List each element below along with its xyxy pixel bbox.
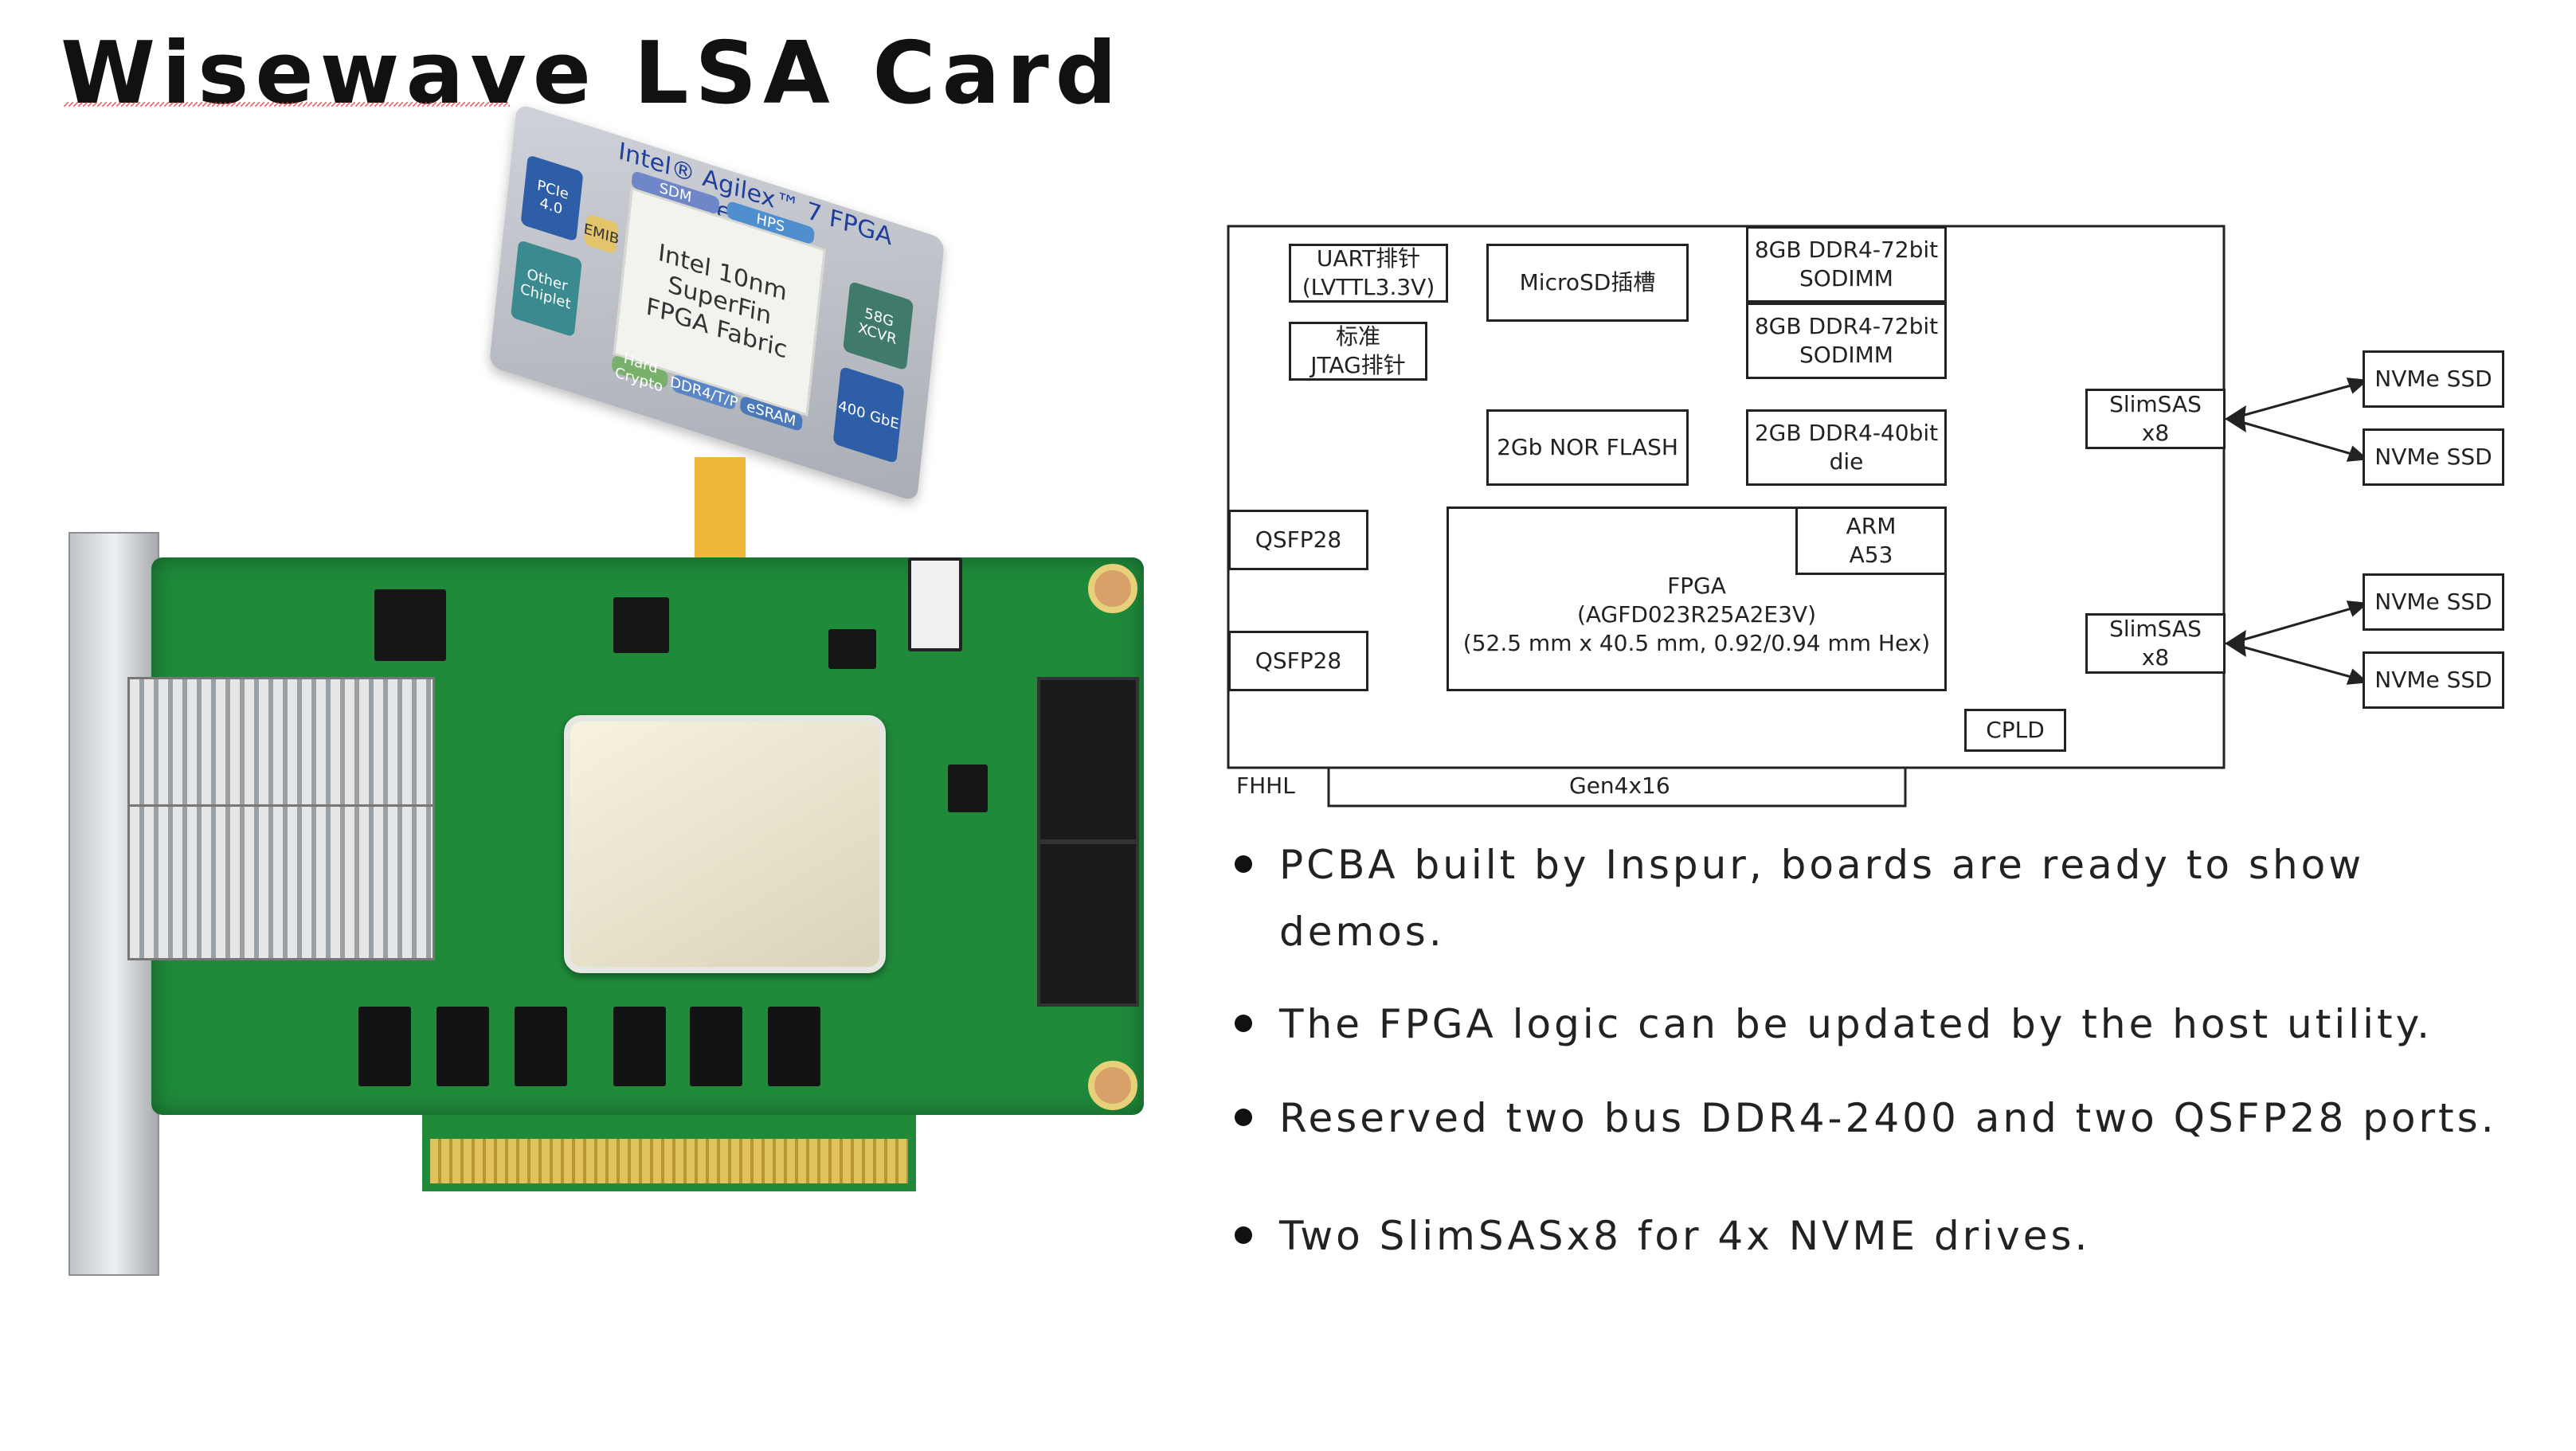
memory-chip [613,1007,666,1086]
fpga-line: (AGFD023R25A2E3V) [1576,601,1816,628]
arrowhead-icon [2346,445,2369,462]
bullet-text: PCBA built by Inspur, boards are ready t… [1279,831,2509,965]
ddr-die-line: 2GB DDR4-40bit [1754,420,1939,446]
slimsas-top-line: x8 [2141,420,2170,446]
nvme-ssd-block: NVMe SSD [2363,428,2504,486]
sodimm-b-line: SODIMM [1799,342,1893,368]
bullet-item: PCBA built by Inspur, boards are ready t… [1235,831,2509,965]
qsfp28-block-top: QSFP28 [1228,510,1368,570]
sodimm-a-line: 8GB DDR4-72bit [1754,237,1939,263]
mounting-hole [1088,564,1137,613]
uart-line: (LVTTL3.3V) [1302,274,1435,300]
slimsas-block-top: SlimSAS x8 [2085,389,2226,449]
slimsas-bottom-line: SlimSAS [2109,616,2202,642]
cpld-chip [374,589,446,661]
bullet-text: Reserved two bus DDR4-2400 and two QSFP2… [1279,1095,2497,1141]
arrowhead-icon [2346,668,2369,685]
uart-header-block: UART排针(LVTTL3.3V) [1289,244,1448,303]
link-slimsas-nvme-1 [2230,381,2363,420]
memory-chip [515,1007,567,1086]
arm-line: A53 [1849,542,1893,568]
arrowhead-icon [2346,377,2369,394]
bullet-text: The FPGA logic can be updated by the hos… [1279,1001,2433,1047]
gold-finger-connector [430,1139,908,1183]
memory-chip [437,1007,489,1086]
link-slimsas-nvme-2 [2230,417,2363,459]
bullet-text: Two SlimSASx8 for 4x NVME drives. [1279,1213,2091,1259]
bullet-item: The FPGA logic can be updated by the hos… [1235,991,2509,1058]
slimsas-bottom-line: x8 [2141,644,2170,671]
arrowhead-icon [2223,640,2246,657]
bullet-line: demos. [1279,909,1445,955]
ddr-die-line: die [1829,448,1864,475]
spellcheck-underline [64,102,510,107]
memory-chip [768,1007,820,1086]
qsfp28-block-bottom: QSFP28 [1228,631,1368,691]
arm-line: ARM [1846,513,1897,539]
fpga-line: FPGA [1667,573,1726,599]
uart-line: UART排针 [1316,245,1421,272]
bullet-dot-icon [1235,1109,1252,1126]
bullet-dot-icon [1235,1226,1252,1244]
bullet-item: Reserved two bus DDR4-2400 and two QSFP2… [1235,1085,2509,1152]
fpga-line: (52.5 mm x 40.5 mm, 0.92/0.94 mm Hex) [1462,630,1931,656]
nvme-ssd-block: NVMe SSD [2363,573,2504,631]
microsd-slot-block: MicroSD插槽 [1486,244,1689,322]
nvme-ssd-block: NVMe SSD [2363,651,2504,709]
link-slimsas-nvme-4 [2230,642,2363,682]
memory-chip [358,1007,411,1086]
small-ic [948,765,988,812]
pcie-edge-outline [1327,768,1907,808]
dip-switch [908,557,962,651]
bullet-dot-icon [1235,1015,1252,1032]
bullet-line: PCBA built by Inspur, boards are ready t… [1279,842,2365,888]
cpld-block: CPLD [1964,709,2066,752]
board-outline [1227,225,2226,769]
bullet-dot-icon [1235,855,1252,873]
fpga-heat-lid [564,715,886,973]
memory-chip [690,1007,742,1086]
page-title: Wisewave LSA Card [61,24,1124,123]
nvme-ssd-block: NVMe SSD [2363,350,2504,408]
sodimm-a-line: SODIMM [1799,265,1893,291]
gen4x16-label: Gen4x16 [1569,772,1670,799]
slimsas-top-line: SlimSAS [2109,391,2202,417]
sodimm-b-line: 8GB DDR4-72bit [1754,313,1939,339]
link-slimsas-nvme-3 [2230,604,2363,645]
jtag-line: JTAG排针 [1310,352,1406,378]
mounting-hole [1088,1061,1137,1110]
bullet-item: Two SlimSASx8 for 4x NVME drives. [1235,1203,2509,1269]
arrowhead-icon [2346,600,2369,617]
small-ic [828,629,876,669]
slimsas-connector-bottom [1037,841,1139,1007]
arm-a53-block: ARM A53 [1795,506,1947,575]
small-ic [613,597,669,653]
fhhl-label: FHHL [1236,772,1295,799]
jtag-line: 标准 [1335,323,1380,350]
arrowhead-icon [2223,416,2246,432]
nor-flash-block: 2Gb NOR FLASH [1486,409,1689,486]
qsfp-cage-bottom [127,804,435,960]
